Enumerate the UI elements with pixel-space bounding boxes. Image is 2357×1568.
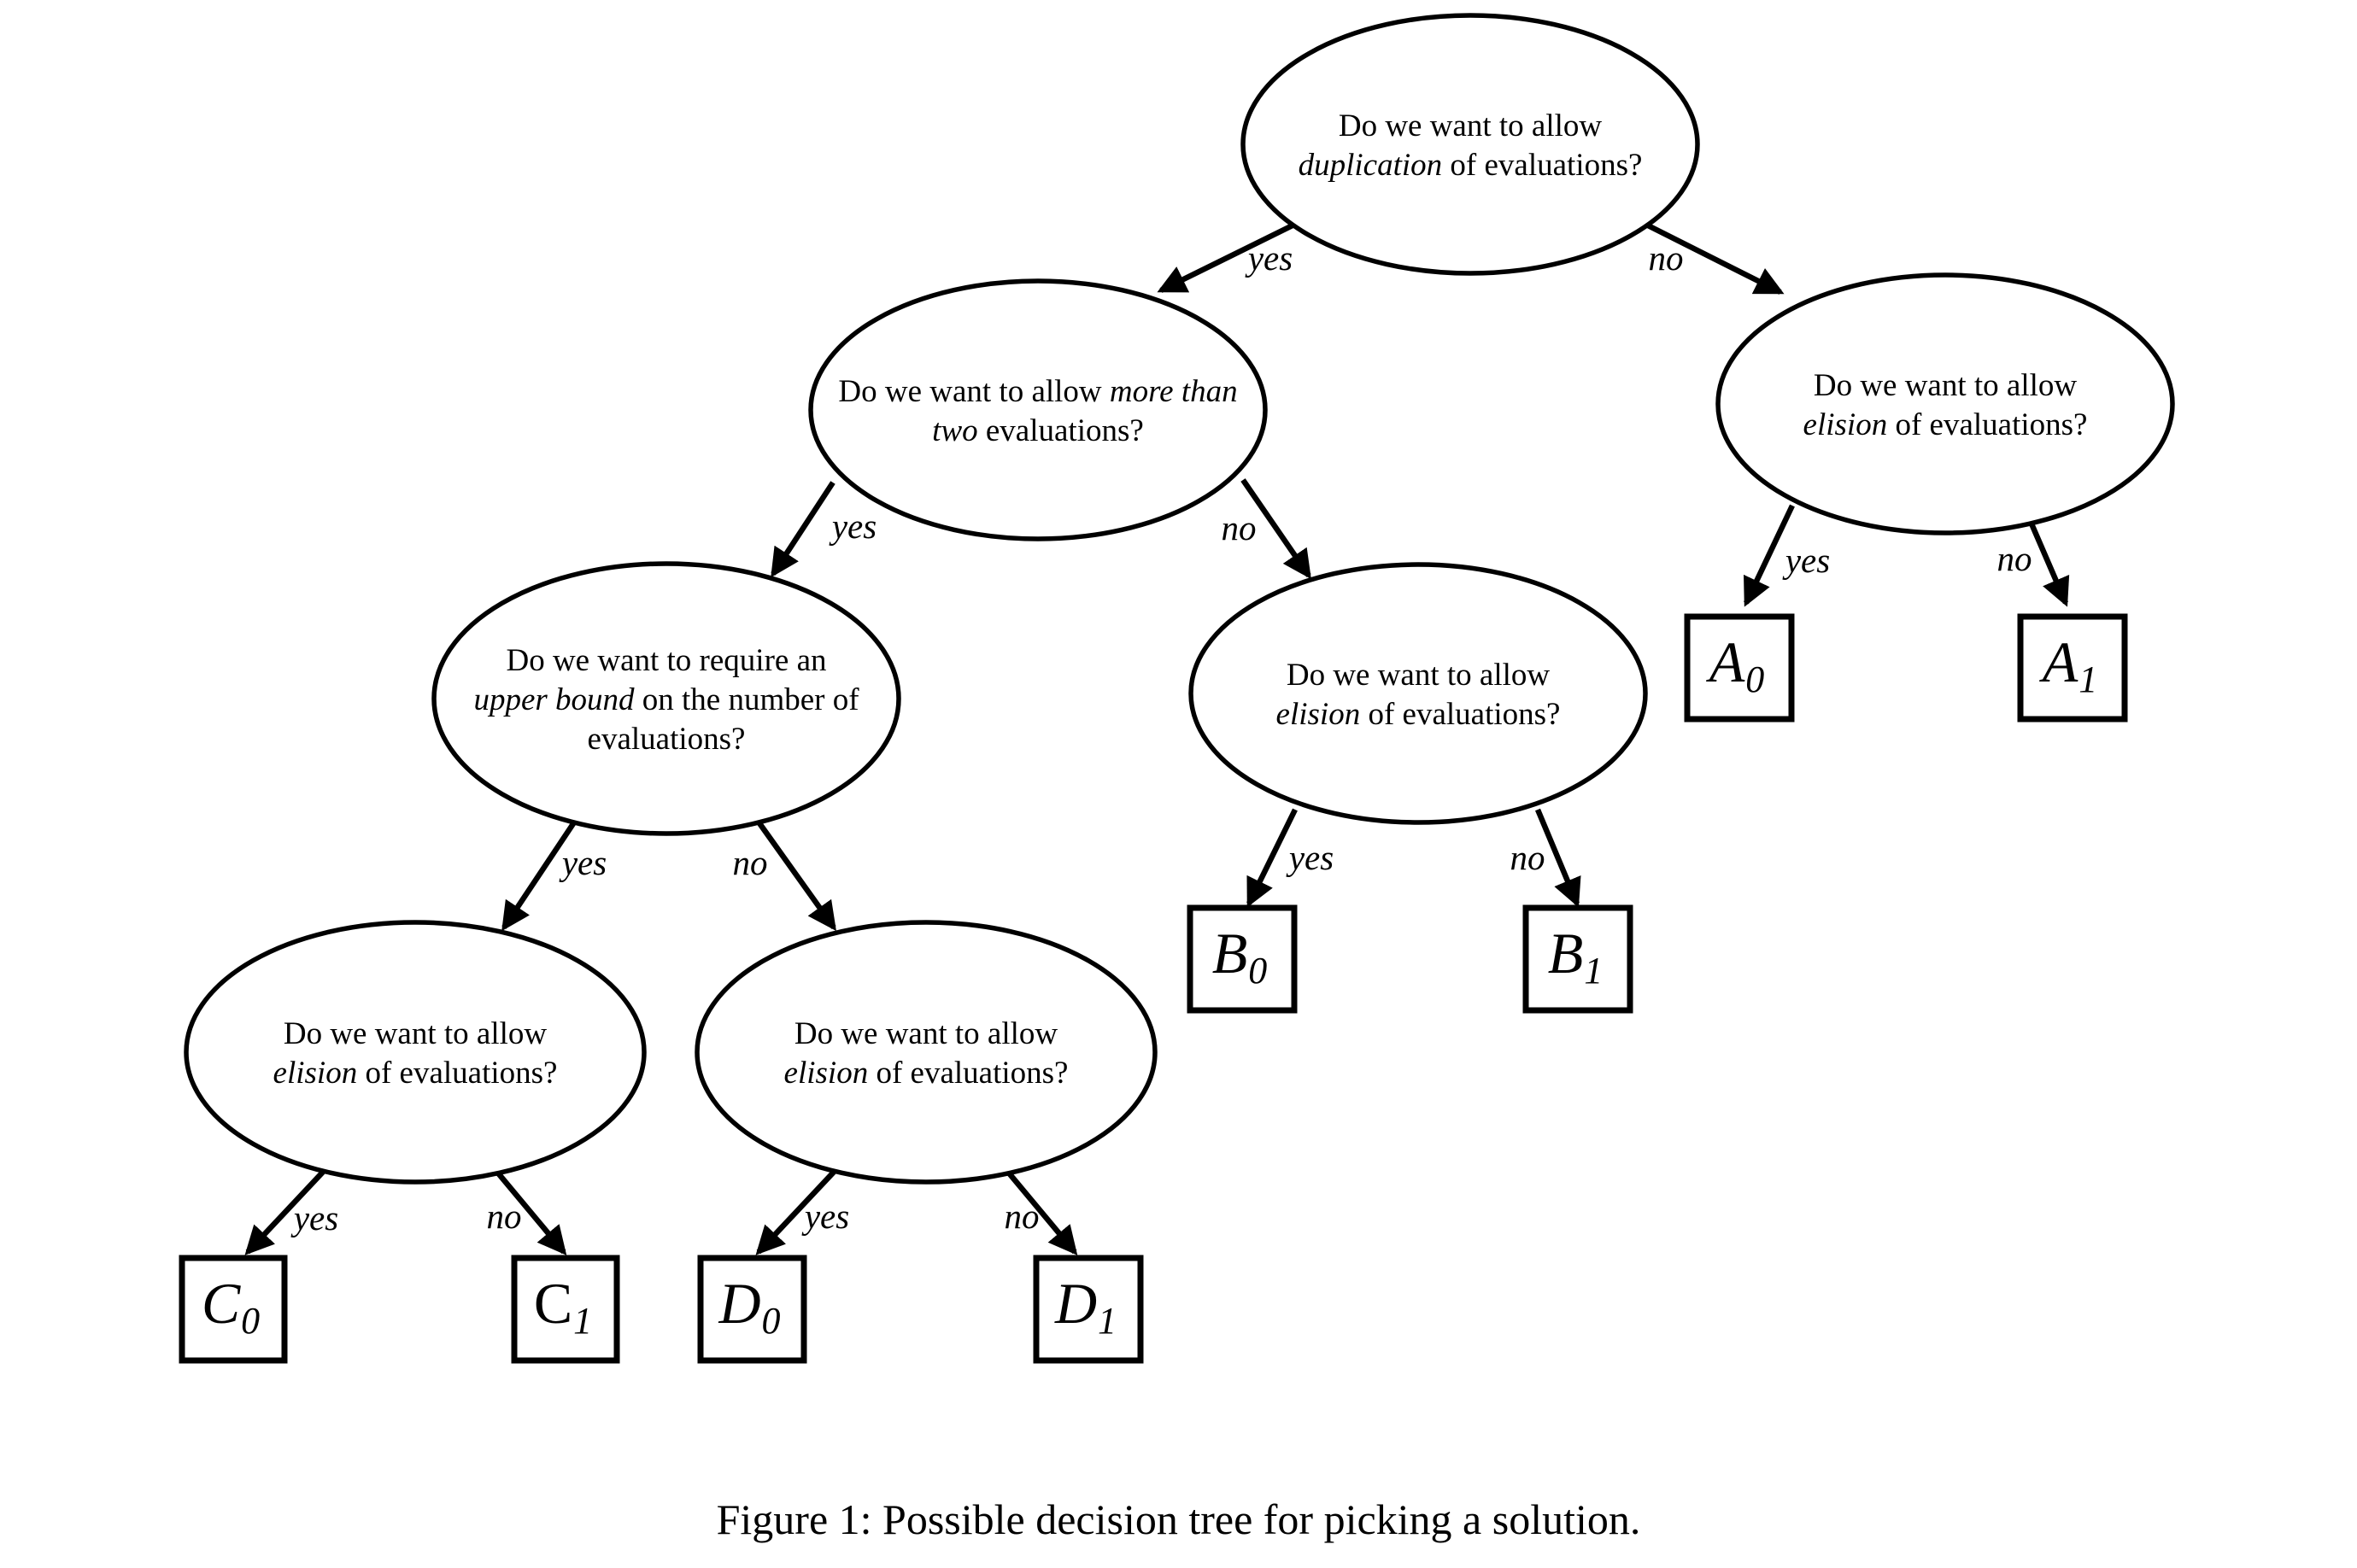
- leaf-subscript-B0: 0: [1248, 950, 1268, 992]
- node-ellipse-root: [1240, 13, 1700, 276]
- leaf-letter-A0: A: [1709, 629, 1745, 695]
- edge-arrow-elision-b-yes: [1246, 808, 1298, 908]
- leaf-subscript-D1: 1: [1098, 1300, 1117, 1343]
- leaf-box-B1: [1522, 904, 1633, 1014]
- edge-label-elision-a-yes: yes: [1785, 541, 1831, 580]
- edge-label-elision-c-yes: yes: [293, 1198, 339, 1237]
- leaf-letter-D1: D: [1054, 1271, 1098, 1337]
- edge-arrow-root-yes: [1157, 221, 1298, 293]
- leaf-letter-B0: B: [1211, 921, 1248, 986]
- edge-arrow-upper-bound-no: [753, 816, 836, 932]
- node-ellipse-elision-c: [184, 920, 647, 1185]
- leaf-subscript-C1: 1: [573, 1300, 593, 1343]
- edge-arrow-elision-c-yes: [244, 1166, 329, 1255]
- leaf-box-A1: [2017, 613, 2128, 723]
- edge-label-elision-c-no: no: [486, 1196, 522, 1236]
- edge-label-more-than-two-no: no: [1221, 508, 1257, 547]
- leaf-box-C1: [511, 1255, 620, 1364]
- leaf-subscript-B1: 1: [1584, 950, 1604, 992]
- leaf-label-B0: B0: [1212, 920, 1268, 992]
- edge-arrow-elision-c-no: [493, 1167, 567, 1255]
- edge-arrow-elision-a-yes: [1744, 504, 1795, 607]
- edge-arrow-more-than-two-yes: [771, 481, 836, 578]
- leaf-box-D0: [697, 1255, 807, 1364]
- leaf-label-A0: A0: [1709, 629, 1765, 701]
- edge-label-upper-bound-no: no: [732, 843, 768, 882]
- leaf-label-C0: C0: [202, 1270, 260, 1343]
- edge-label-elision-d-no: no: [1004, 1196, 1040, 1236]
- edge-label-root-yes: yes: [1247, 238, 1293, 278]
- node-ellipse-upper-bound: [431, 561, 901, 836]
- leaf-letter-B1: B: [1547, 921, 1584, 986]
- leaf-letter-C0: C: [201, 1271, 241, 1337]
- edge-label-more-than-two-yes: yes: [831, 506, 877, 546]
- leaf-letter-C1: C: [533, 1271, 573, 1337]
- leaf-label-A1: A1: [2043, 629, 2098, 701]
- leaf-letter-A1: A: [2042, 629, 2078, 695]
- edge-arrow-elision-b-no: [1535, 808, 1581, 908]
- leaf-label-D1: D1: [1055, 1270, 1117, 1343]
- edge-label-root-no: no: [1648, 238, 1684, 278]
- edge-label-elision-b-no: no: [1510, 838, 1545, 877]
- leaf-subscript-A0: 0: [1745, 658, 1765, 701]
- leaf-box-C0: [179, 1255, 288, 1364]
- node-ellipse-more-than-two: [808, 278, 1268, 541]
- leaf-letter-D0: D: [718, 1271, 761, 1337]
- edge-label-elision-b-yes: yes: [1288, 838, 1334, 877]
- node-ellipse-elision-b: [1188, 562, 1648, 825]
- leaf-box-D1: [1033, 1255, 1144, 1364]
- edge-label-elision-d-yes: yes: [804, 1196, 850, 1236]
- leaf-subscript-A1: 1: [2078, 658, 2098, 701]
- leaf-subscript-D0: 0: [761, 1300, 781, 1343]
- edge-arrow-elision-d-no: [1004, 1167, 1078, 1255]
- leaf-subscript-C0: 0: [241, 1300, 261, 1343]
- node-ellipse-elision-d: [695, 920, 1158, 1185]
- edge-arrow-more-than-two-no: [1240, 478, 1311, 580]
- edge-arrow-upper-bound-yes: [501, 816, 580, 932]
- edge-arrow-elision-d-yes: [755, 1166, 840, 1255]
- leaf-label-C1: C1: [534, 1270, 592, 1343]
- figure-caption: Figure 1: Possible decision tree for pic…: [716, 1495, 1641, 1543]
- edge-arrow-root-no: [1643, 221, 1785, 295]
- node-ellipse-elision-a: [1715, 272, 2175, 535]
- edge-label-upper-bound-yes: yes: [561, 843, 607, 882]
- leaf-box-A0: [1684, 613, 1795, 723]
- edge-label-elision-a-no: no: [1996, 539, 2032, 578]
- leaf-box-B0: [1187, 904, 1298, 1014]
- leaf-label-D0: D0: [718, 1270, 780, 1343]
- leaf-label-B1: B1: [1548, 920, 1604, 992]
